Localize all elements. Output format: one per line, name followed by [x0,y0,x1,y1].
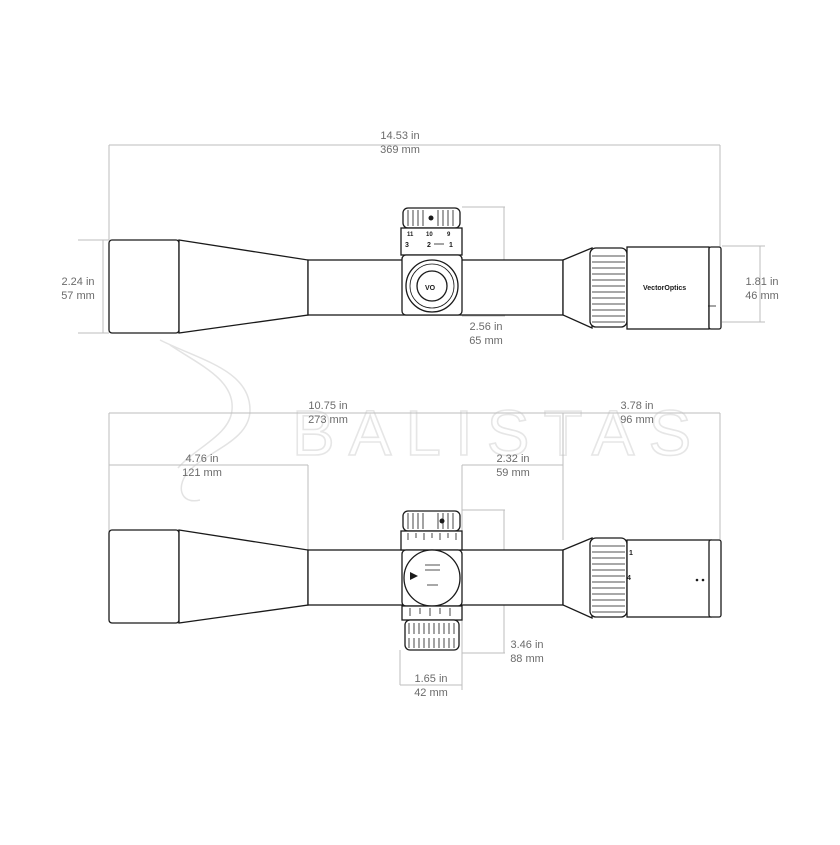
eyepiece-dot-icon-2 [701,578,705,582]
bottom-turret-cap [402,510,461,532]
top-scope-body: VectorOptics 11 10 9 3 2 1 VO [108,207,722,334]
eyepiece-diameter-mm: 46 mm [745,290,779,302]
top-eyepiece-taper [562,247,593,330]
top-objective-bell [108,239,180,334]
objective-to-eye-mm: 273 mm [308,414,348,426]
tube-length-mm: 59 mm [496,467,530,479]
top-turret-cap-dot-icon [428,215,434,221]
tube-length-in: 2.32 in [496,453,529,465]
brand-logo-text: VectorOptics [643,285,686,292]
watermark: BALISTAS [159,339,705,502]
top-eyepiece-end [708,246,722,330]
bottom-view: 10.75 in 273 mm 3.78 in 96 mm 4.76 in 12… [108,400,722,699]
eyepiece-diameter-dimension: 1.81 in 46 mm [722,245,779,323]
bottom-windage-knob [404,619,460,651]
bottom-eyepiece-taper [562,537,593,620]
overall-length-mm: 369 mm [380,144,420,156]
objective-diameter-in: 2.24 in [61,276,94,288]
watermark-text: BALISTAS [292,397,705,469]
turret-height-in: 2.56 in [469,321,502,333]
watermark-swirl-icon [159,339,251,502]
objective-diameter-dimension: 2.24 in 57 mm [61,239,109,334]
bottom-power-ring-knurling [592,545,625,613]
eye-relief-in: 3.78 in [620,400,653,412]
bottom-eyepiece-end [708,539,722,618]
overall-length-dimension: 14.53 in 369 mm [108,130,721,250]
bottom-windage-scale [401,605,463,621]
objective-bell-length-mm: 121 mm [182,467,222,479]
objective-to-eye-in: 10.75 in [308,400,347,412]
turret-depth-in: 1.65 in [414,673,447,685]
turret-number-c: 9 [447,232,451,238]
objective-diameter-mm: 57 mm [61,290,95,302]
turret-width-mm: 88 mm [510,653,544,665]
top-view: 14.53 in 369 mm 2.24 in 57 mm 1.81 in 46… [61,130,779,347]
turret-number-e: 2 [427,242,431,249]
top-eyepiece [626,246,710,330]
top-objective-taper [178,239,309,334]
eye-relief-mm: 96 mm [620,414,654,426]
eyepiece-diameter-in: 1.81 in [745,276,778,288]
bottom-windage-knurling [408,623,455,648]
turret-number-b: 10 [426,232,433,238]
side-label-1: 1 [629,550,633,557]
objective-to-eye-dimension: 10.75 in 273 mm 3.78 in 96 mm [108,400,721,540]
top-turret-cap-knurling [407,210,454,226]
objective-bell-length-dimension: 4.76 in 121 mm [109,453,309,550]
turret-depth-mm: 42 mm [414,687,448,699]
objective-bell-length-in: 4.76 in [185,453,218,465]
turret-number-d: 3 [405,242,409,249]
bottom-turret-cap-dot-icon [439,518,445,524]
top-knob-logo-icon: VO [425,285,436,292]
bottom-eyepiece [626,539,712,618]
turret-height-mm: 65 mm [469,335,503,347]
bottom-scope-body: 1 4 [108,510,722,651]
turret-width-in: 3.46 in [510,639,543,651]
bottom-objective-bell [108,529,180,624]
bottom-turret-scale [400,530,463,551]
turret-number-a: 11 [407,232,414,238]
bottom-power-ring [589,537,628,618]
top-power-ring-knurling [592,255,625,323]
turret-depth-dimension: 1.65 in 42 mm [399,650,462,699]
overall-length-in: 14.53 in [380,130,419,142]
bottom-objective-taper [178,529,309,624]
turret-number-f: 1 [449,242,453,249]
side-label-4: 4 [627,575,631,582]
top-power-ring [589,247,628,328]
dial-marker-icon [410,572,418,580]
top-turret-scale [400,227,463,256]
eyepiece-dot-icon [695,578,699,582]
